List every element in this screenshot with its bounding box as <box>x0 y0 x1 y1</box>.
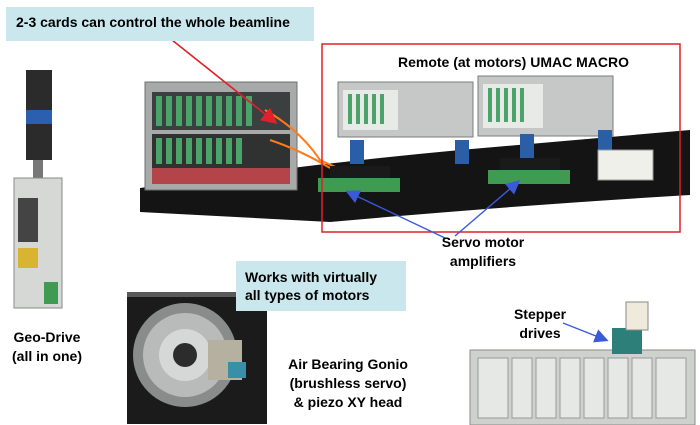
air-label-line2: (brushless servo) <box>289 375 407 391</box>
cards-arrow <box>171 39 278 124</box>
black-table <box>140 130 690 222</box>
geo-drive-label: Geo-Drive (all in one) <box>2 328 92 366</box>
air-label-line3: & piezo XY head <box>293 394 403 410</box>
remote-chassis-photo <box>337 75 654 181</box>
motors-callout: Works with virtually all types of motors <box>236 261 406 311</box>
air-label-line1: Air Bearing Gonio <box>288 356 408 372</box>
servo-arrow-left <box>345 190 446 239</box>
main-rack-photo <box>144 81 381 191</box>
remote-umac-label: Remote (at motors) UMAC MACRO <box>398 54 629 70</box>
servo-arrow-right <box>454 180 521 237</box>
geo-label-line1: Geo-Drive <box>13 329 81 345</box>
servo-label-line1: Servo motor <box>441 234 525 250</box>
amplifier-board-left <box>318 178 400 192</box>
stepper-drives-label: Stepper drives <box>500 305 580 343</box>
stepper-label-line2: drives <box>519 325 561 341</box>
cards-callout-text: 2-3 cards can control the whole beamline <box>16 14 290 30</box>
stepper-arrow <box>562 322 609 343</box>
servo-amplifiers-label: Servo motor amplifiers <box>428 233 538 271</box>
air-bearing-gonio-photo <box>127 292 267 424</box>
air-bearing-label: Air Bearing Gonio (brushless servo) & pi… <box>273 355 423 412</box>
motors-callout-line1: Works with virtually <box>245 269 377 285</box>
geo-label-line2: (all in one) <box>12 348 82 364</box>
servo-label-line2: amplifiers <box>449 253 517 269</box>
cards-callout: 2-3 cards can control the whole beamline <box>6 7 314 41</box>
geo-drive-photo <box>13 70 63 309</box>
stepper-drives-photo <box>469 301 696 425</box>
amplifier-board-right <box>488 170 570 184</box>
stepper-label-line1: Stepper <box>513 306 567 322</box>
motors-callout-line2: all types of motors <box>245 287 370 303</box>
remote-highlight-box <box>321 43 681 233</box>
